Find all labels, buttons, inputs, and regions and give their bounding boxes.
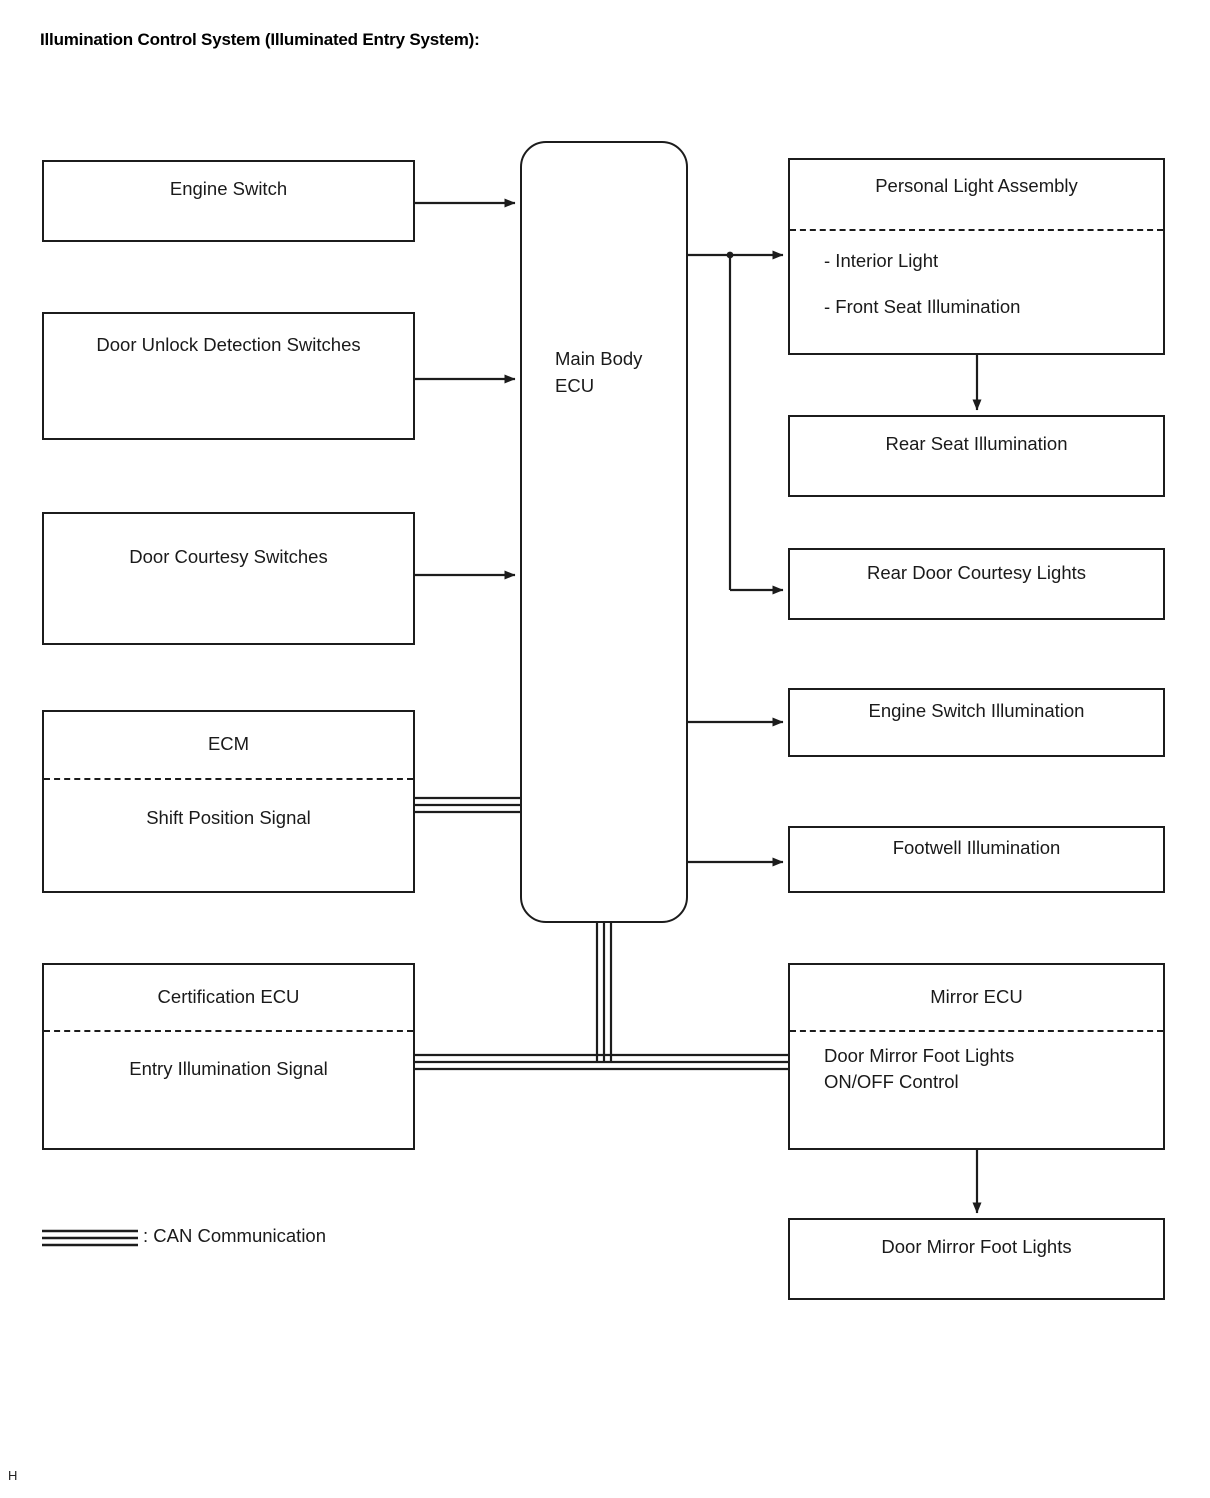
block-mirror-ecu: Mirror ECU Door Mirror Foot Lights ON/OF…: [788, 963, 1165, 1150]
block-door-courtesy-switches-label: Door Courtesy Switches: [129, 546, 328, 567]
block-door-courtesy-switches: Door Courtesy Switches: [42, 512, 415, 645]
block-footwell-illumination-label: Footwell Illumination: [892, 837, 1061, 858]
block-certification-ecu-label: Certification ECU: [157, 986, 300, 1007]
block-ecm-divider: [44, 778, 413, 780]
block-door-mirror-foot-lights-label: Door Mirror Foot Lights: [881, 1236, 1072, 1257]
block-engine-switch-illumination: Engine Switch Illumination: [788, 688, 1165, 757]
block-personal-light-assembly-item-interior-light: - Interior Light: [824, 250, 939, 271]
block-mirror-ecu-sub-label: Door Mirror Foot Lights ON/OFF Control: [824, 1045, 1015, 1092]
block-rear-seat-illumination: Rear Seat Illumination: [788, 415, 1165, 497]
block-main-body-ecu-label: Main Body ECU: [555, 348, 643, 396]
block-rear-door-courtesy-lights: Rear Door Courtesy Lights: [788, 548, 1165, 620]
branch-junction-dot: [726, 251, 734, 259]
block-main-body-ecu: Main Body ECU: [520, 141, 688, 923]
block-personal-light-assembly-label: Personal Light Assembly: [875, 175, 1078, 196]
block-door-unlock-detection-switches: Door Unlock Detection Switches: [42, 312, 415, 440]
block-engine-switch-label: Engine Switch: [169, 178, 288, 199]
block-certification-ecu: Certification ECU Entry Illumination Sig…: [42, 963, 415, 1150]
page-marker: H: [8, 1468, 18, 1483]
block-rear-door-courtesy-lights-label: Rear Door Courtesy Lights: [866, 562, 1086, 583]
block-rear-seat-illumination-label: Rear Seat Illumination: [885, 433, 1068, 454]
block-personal-light-assembly-divider: [790, 229, 1163, 231]
can-communication-legend-label: : CAN Communication: [143, 1225, 327, 1246]
can-communication-legend-icon: [42, 1229, 138, 1247]
page-title: Illumination Control System (Illuminated…: [40, 30, 480, 49]
block-ecm: ECM Shift Position Signal: [42, 710, 415, 893]
block-ecm-label: ECM: [207, 733, 250, 754]
block-door-mirror-foot-lights: Door Mirror Foot Lights: [788, 1218, 1165, 1300]
block-certification-ecu-divider: [44, 1030, 413, 1032]
block-footwell-illumination: Footwell Illumination: [788, 826, 1165, 893]
block-ecm-sub-label: Shift Position Signal: [146, 807, 311, 828]
block-door-unlock-detection-switches-label: Door Unlock Detection Switches: [96, 334, 361, 355]
block-personal-light-assembly-item-front-seat-illumination: - Front Seat Illumination: [824, 296, 1021, 317]
block-personal-light-assembly: Personal Light Assembly - Interior Light…: [788, 158, 1165, 355]
block-mirror-ecu-label: Mirror ECU: [930, 986, 1023, 1007]
block-engine-switch: Engine Switch: [42, 160, 415, 242]
can-bus-lines: [415, 796, 790, 1071]
block-certification-ecu-sub-label: Entry Illumination Signal: [129, 1058, 328, 1079]
block-mirror-ecu-divider: [790, 1030, 1163, 1032]
block-engine-switch-illumination-label: Engine Switch Illumination: [868, 700, 1085, 721]
